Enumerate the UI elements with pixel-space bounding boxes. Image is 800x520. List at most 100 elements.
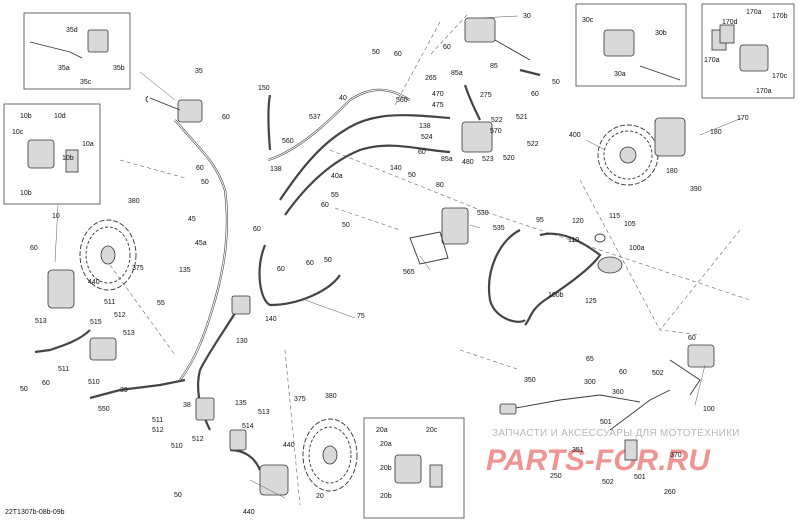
callout-label: 535 xyxy=(493,225,505,232)
bracket-512 xyxy=(195,397,247,451)
callout-label: 60 xyxy=(443,44,451,51)
callout-label: 560 xyxy=(282,138,294,145)
callout-label: 170d xyxy=(722,19,738,26)
callout-label: 170b xyxy=(772,13,788,20)
front-caliper-10 xyxy=(47,269,75,309)
callout-label: 480 xyxy=(462,159,474,166)
front-master-cylinder-30 xyxy=(464,17,531,61)
callout-label: 105 xyxy=(624,221,636,228)
callout-label: 170 xyxy=(737,115,749,122)
callout-label: 50 xyxy=(342,222,350,229)
callout-label: 40 xyxy=(339,95,347,102)
callout-label: 513 xyxy=(258,409,270,416)
callout-label: 50 xyxy=(408,172,416,179)
callout-label: 300 xyxy=(584,379,596,386)
callout-label: 60 xyxy=(306,260,314,267)
callout-label: 560 xyxy=(396,97,408,104)
callout-label: 30c xyxy=(582,17,594,24)
callout-label: 512 xyxy=(192,436,204,443)
callout-label: 275 xyxy=(480,92,492,99)
distribution-block-130 xyxy=(231,295,251,315)
callout-label: 110 xyxy=(568,237,579,244)
inset-box-35 xyxy=(23,12,131,90)
front-master-cylinder-35 xyxy=(145,95,203,123)
callout-label: 40a xyxy=(331,173,343,180)
callout-label: 35a xyxy=(58,65,70,72)
callout-label: 390 xyxy=(690,186,702,193)
front-brake-disc-380-left xyxy=(79,219,137,291)
callout-labels: 30 30a 30b 30c 35 35a 35b 35c 35d 170a 1… xyxy=(12,9,788,516)
callout-label: 50 xyxy=(552,79,560,86)
callout-label: 150 xyxy=(258,85,270,92)
callout-label: 475 xyxy=(432,102,444,109)
callout-label: 35 xyxy=(195,68,203,75)
callout-label: 511 xyxy=(104,299,115,306)
reservoir-hose xyxy=(487,229,602,326)
callout-label: 10a xyxy=(82,141,94,148)
callout-label: 502 xyxy=(652,370,664,377)
front-brake-disc-380-right xyxy=(302,418,358,492)
callout-label: 135 xyxy=(235,400,247,407)
dashed-guides xyxy=(109,14,751,506)
front-caliper-20 xyxy=(259,464,289,496)
callout-label: 50 xyxy=(372,49,380,56)
callout-label: 350 xyxy=(524,377,536,384)
callout-label: 85a xyxy=(441,156,453,163)
callout-label: 100 xyxy=(703,406,715,413)
callout-label: 138 xyxy=(419,123,431,130)
callout-label: 521 xyxy=(516,114,528,121)
callout-label: 440 xyxy=(88,279,100,286)
callout-label: 265 xyxy=(425,75,437,82)
callout-label: 45 xyxy=(188,216,196,223)
watermark-text: ЗАПЧАСТИ И АКСЕССУАРЫ ДЛЯ МОТОТЕХНИКИ xyxy=(492,428,740,439)
callout-label: 100a xyxy=(629,245,645,252)
brake-fluid-reservoir-100a xyxy=(594,233,623,274)
inset-master-cylinder-30 xyxy=(603,29,681,81)
callout-label: 501 xyxy=(634,474,646,481)
callout-label: 50 xyxy=(174,492,182,499)
inset-caliper-170 xyxy=(711,24,769,72)
callout-label: 35c xyxy=(80,79,92,86)
bracket-510 xyxy=(89,337,117,361)
callout-label: 100b xyxy=(548,292,564,299)
callout-label: 60 xyxy=(30,245,38,252)
brake-hoses xyxy=(34,68,541,471)
callout-label: 513 xyxy=(123,330,135,337)
callout-label: 10b xyxy=(20,190,32,197)
callout-label: 55 xyxy=(157,300,165,307)
callout-label: 55 xyxy=(331,192,339,199)
callout-label: 510 xyxy=(171,443,183,450)
callout-label: 180 xyxy=(710,129,722,136)
callout-label: 530 xyxy=(477,210,489,217)
callout-label: 60 xyxy=(619,369,627,376)
callout-label: 513 xyxy=(35,318,47,325)
callout-label: 20b xyxy=(380,493,392,500)
callout-label: 375 xyxy=(132,265,144,272)
callout-label: 502 xyxy=(602,479,614,486)
figure-code: 22T1307b-08b-09b xyxy=(5,509,65,516)
callout-label: 565 xyxy=(403,269,415,276)
callout-label: 20c xyxy=(426,427,438,434)
callout-label: 65 xyxy=(586,356,594,363)
callout-label: 95 xyxy=(536,217,544,224)
callout-label: 60 xyxy=(394,51,402,58)
callout-label: 522 xyxy=(527,141,539,148)
leader-lines xyxy=(54,15,743,499)
callout-label: 85 xyxy=(490,63,498,70)
callout-label: 550 xyxy=(98,406,110,413)
callout-label: 170c xyxy=(772,73,788,80)
callout-label: 50 xyxy=(201,179,209,186)
callout-label: 440 xyxy=(243,509,255,516)
callout-label: 400 xyxy=(569,132,581,139)
callout-label: 170a xyxy=(756,88,772,95)
callout-label: 115 xyxy=(609,213,620,220)
callout-label: 180 xyxy=(666,168,678,175)
callout-label: 360 xyxy=(612,389,624,396)
rear-caliper-170 xyxy=(654,117,686,157)
callout-label: 523 xyxy=(482,156,494,163)
callout-label: 511 xyxy=(58,366,69,373)
callout-label: 522 xyxy=(491,117,503,124)
callout-label: 375 xyxy=(294,396,306,403)
callout-label: 80 xyxy=(436,182,444,189)
callout-label: 45a xyxy=(195,240,207,247)
